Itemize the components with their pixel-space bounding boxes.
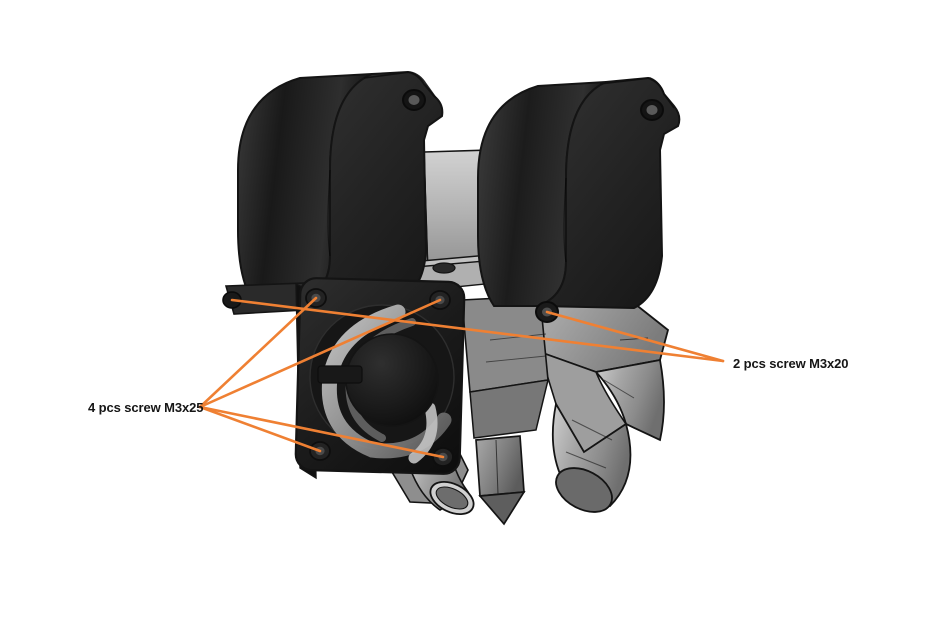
right-blower-fan: [477, 76, 681, 323]
left-blower-fan: [237, 70, 444, 301]
heatsink-block: [461, 295, 549, 439]
leader-line-blower-screw-hole-right: [545, 310, 725, 363]
leader-line-blower-screw-hole-left: [230, 298, 725, 363]
leader-lines: [198, 296, 725, 459]
callout-label-m3x25: 4 pcs screw M3x25: [88, 400, 204, 415]
nozzle-tip: [475, 435, 526, 526]
leader-line-fan-screw-hole-bottom-right: [198, 405, 445, 459]
leader-line-fan-screw-hole-bottom-left: [198, 405, 322, 453]
leader-line-fan-screw-hole-top-right: [198, 298, 442, 409]
leader-line-fan-screw-hole-top-left: [198, 296, 318, 409]
axial-hotend-fan: [294, 277, 466, 480]
callout-label-m3x20: 2 pcs screw M3x20: [733, 356, 849, 371]
